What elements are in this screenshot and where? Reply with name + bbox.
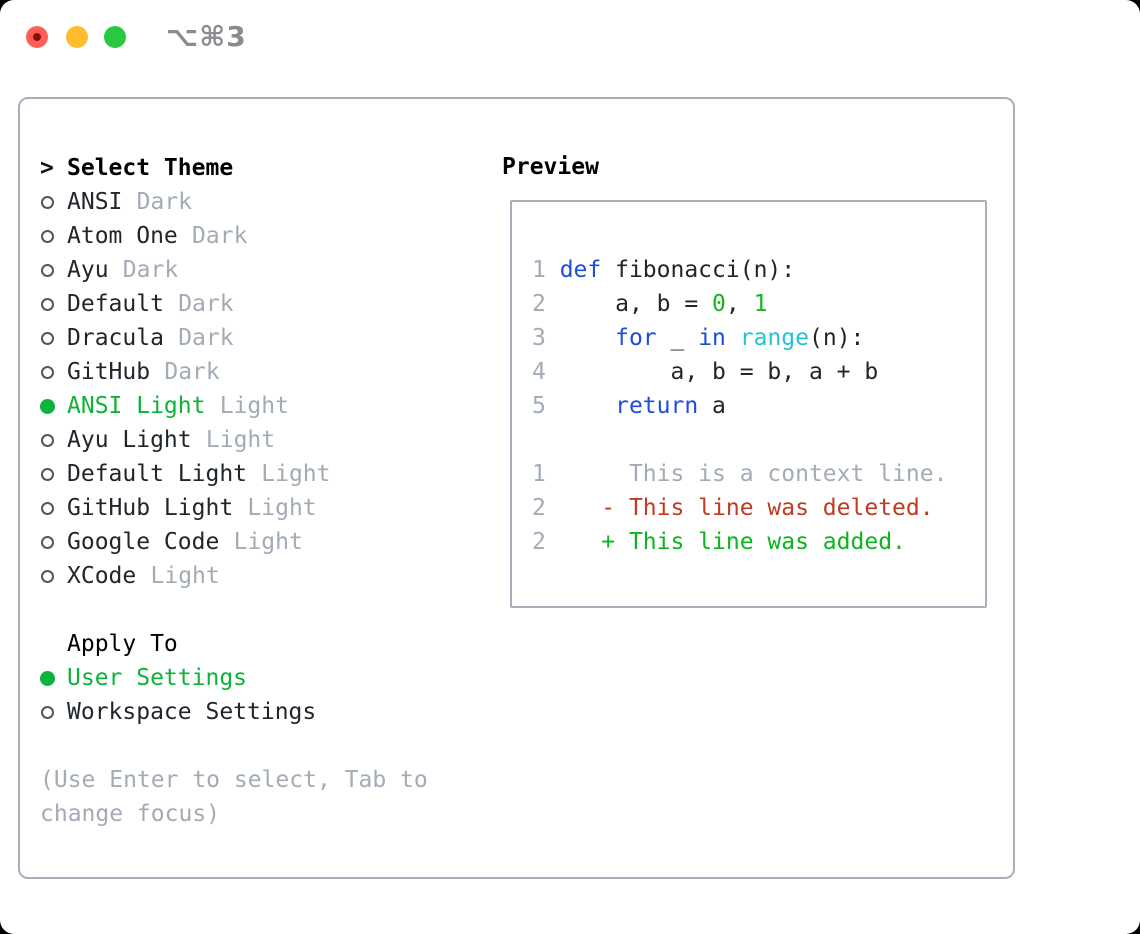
radio-icon (41, 433, 54, 447)
apply-to-header: Apply To (40, 627, 428, 661)
marker-slot (40, 195, 67, 209)
theme-option[interactable]: Dracula Dark (40, 321, 428, 355)
radio-icon (41, 705, 54, 719)
theme-option[interactable]: Atom One Dark (40, 219, 428, 253)
theme-variant: Light (247, 495, 317, 521)
preview-title: Preview (502, 154, 599, 180)
marker-slot (40, 365, 67, 379)
theme-variant: Light (233, 529, 303, 555)
theme-option[interactable]: ANSI Dark (40, 185, 428, 219)
theme-name: Ayu (67, 257, 109, 283)
apply-option-name: Workspace Settings (67, 699, 317, 725)
spacer (40, 593, 428, 627)
maximize-button[interactable] (104, 26, 126, 48)
apply-to-title: Apply To (67, 631, 178, 657)
hint-line-2: change focus) (40, 801, 221, 827)
marker-slot (40, 331, 67, 345)
select-theme-header: > Select Theme (40, 151, 428, 185)
marker-slot (40, 501, 67, 515)
apply-to-list: User Settings Workspace Settings (40, 661, 428, 729)
marker-slot (40, 705, 67, 719)
theme-variant: Dark (136, 189, 193, 215)
theme-variant: Light (261, 461, 331, 487)
select-theme-title: Select Theme (67, 155, 234, 181)
theme-name: GitHub Light (67, 495, 234, 521)
code-line: 2 a, b = 0, 1 (532, 291, 768, 317)
preview-box: 1 def fibonacci(n): 2 a, b = 0, 1 3 for _ … (510, 200, 987, 608)
theme-variant: Dark (192, 223, 248, 249)
theme-list: ANSI Dark Atom One Dark Ayu Dark Default… (40, 185, 428, 593)
cursor-chevron-icon: > (40, 155, 54, 181)
radio-icon (41, 297, 54, 311)
radio-icon (41, 535, 54, 549)
radio-icon (41, 263, 54, 277)
unsaved-changes-dot (33, 33, 41, 41)
theme-name: GitHub (67, 359, 151, 385)
theme-name: Default Light (67, 461, 248, 487)
marker-slot (40, 398, 67, 414)
code-line: 1 def fibonacci(n): (532, 257, 796, 283)
theme-variant: Dark (178, 291, 234, 317)
window-title: ⌥⌘3 (166, 20, 247, 53)
theme-name: Google Code (67, 529, 220, 555)
marker-slot (40, 467, 67, 481)
radio-icon (41, 501, 54, 515)
code-line: 2 - This line was deleted. (532, 495, 934, 521)
theme-variant: Light (219, 393, 289, 419)
radio-icon (41, 467, 54, 481)
radio-icon (40, 398, 55, 414)
marker-slot (40, 229, 67, 243)
marker-slot (40, 263, 67, 277)
theme-option[interactable]: Default Light Light (40, 457, 428, 491)
marker-slot (40, 433, 67, 447)
theme-name: XCode (67, 563, 137, 589)
theme-name: ANSI Light (67, 393, 206, 419)
theme-variant: Dark (164, 359, 220, 385)
left-column: > Select Theme ANSI Dark Atom One Dark A… (40, 151, 428, 831)
theme-variant: Light (150, 563, 220, 589)
radio-icon (41, 331, 54, 345)
apply-to-option[interactable]: User Settings (40, 661, 428, 695)
theme-name: ANSI (67, 189, 123, 215)
code-line (532, 423, 947, 457)
theme-option[interactable]: Google Code Light (40, 525, 428, 559)
radio-icon (40, 670, 55, 686)
theme-option[interactable]: Ayu Dark (40, 253, 428, 287)
theme-option[interactable]: Default Dark (40, 287, 428, 321)
code-preview: 1 def fibonacci(n): 2 a, b = 0, 1 3 for _ … (532, 253, 947, 559)
code-line: 5 return a (532, 393, 726, 419)
marker-slot (40, 569, 67, 583)
hint-line-1: (Use Enter to select, Tab to (40, 767, 428, 793)
theme-option[interactable]: ANSI Light Light (40, 389, 428, 423)
theme-option[interactable]: GitHub Dark (40, 355, 428, 389)
theme-name: Ayu Light (67, 427, 192, 453)
code-line: 3 for _ in range(n): (532, 325, 865, 351)
theme-name: Dracula (67, 325, 164, 351)
marker-slot (40, 535, 67, 549)
radio-icon (41, 365, 54, 379)
marker-slot (40, 670, 67, 686)
apply-option-name: User Settings (67, 665, 248, 691)
theme-option[interactable]: GitHub Light Light (40, 491, 428, 525)
theme-variant: Dark (178, 325, 234, 351)
code-line: 4 a, b = b, a + b (532, 359, 879, 385)
marker-slot (40, 297, 67, 311)
code-line: 2 + This line was added. (532, 529, 906, 555)
titlebar: ⌥⌘3 (0, 0, 1140, 75)
theme-variant: Dark (122, 257, 179, 283)
apply-to-option[interactable]: Workspace Settings (40, 695, 428, 729)
theme-name: Default (67, 291, 164, 317)
spacer (40, 729, 428, 763)
theme-option[interactable]: Ayu Light Light (40, 423, 428, 457)
radio-icon (41, 229, 54, 243)
radio-icon (41, 195, 54, 209)
minimize-button[interactable] (66, 26, 88, 48)
radio-icon (41, 569, 54, 583)
theme-option[interactable]: XCode Light (40, 559, 428, 593)
close-button[interactable] (26, 26, 48, 48)
code-line: 1 This is a context line. (532, 461, 948, 487)
theme-variant: Light (205, 427, 276, 453)
theme-selector-dialog: > Select Theme ANSI Dark Atom One Dark A… (18, 97, 1015, 879)
theme-name: Atom One (67, 223, 178, 249)
